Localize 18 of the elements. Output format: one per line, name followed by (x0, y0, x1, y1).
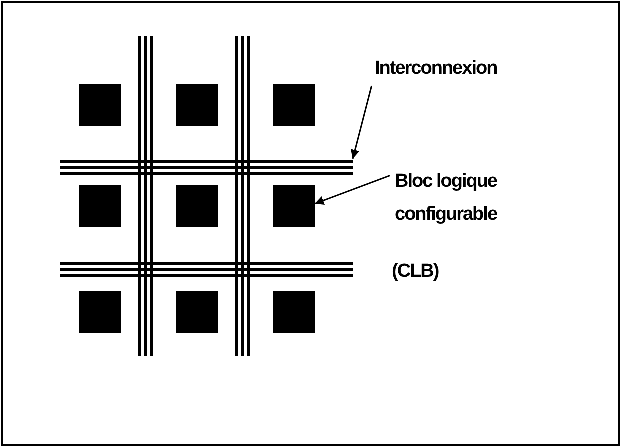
interconnect-lines (138, 36, 154, 356)
logic-block (79, 84, 121, 126)
logic-block (273, 291, 315, 333)
logic-block (79, 291, 121, 333)
logic-block (273, 185, 315, 227)
logic-block (79, 185, 121, 227)
label-text: Bloc logique configurable (395, 170, 498, 227)
logic-block (176, 291, 218, 333)
interconnect-lines (60, 159, 353, 177)
interconnect-lines (60, 261, 353, 279)
leader-arrow (314, 175, 390, 205)
logic-block (176, 185, 218, 227)
logic-block (176, 84, 218, 126)
logic-block (273, 84, 315, 126)
label-text: (CLB) (392, 261, 439, 283)
interconnect-lines (235, 36, 251, 356)
label-text: Interconnexion (375, 58, 498, 80)
leader-arrow (350, 86, 373, 160)
